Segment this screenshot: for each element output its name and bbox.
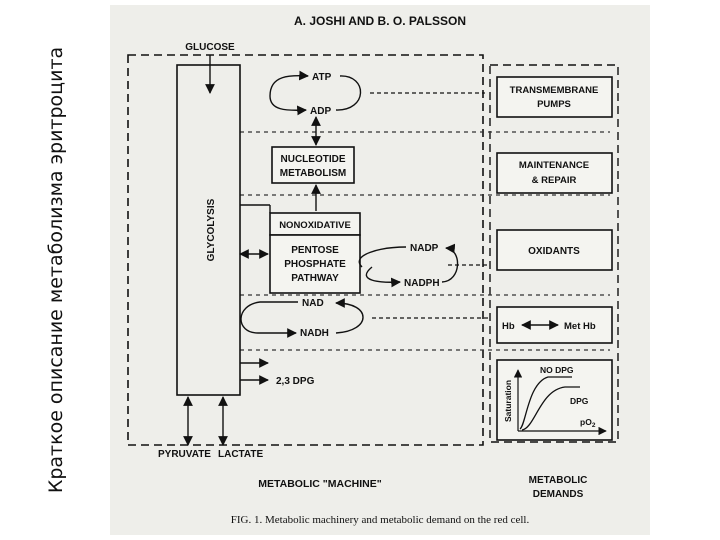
oxidants-label: OXIDANTS [528,246,580,257]
atp-cycle-arrow [269,70,309,97]
no-dpg-label: NO DPG [540,365,574,375]
page-header: A. JOSHI AND B. O. PALSSON [294,14,466,28]
scanned-figure: A. JOSHI AND B. O. PALSSON GLUCOSE GLYCO… [110,5,650,535]
maintenance-label-line1: MAINTENANCE [519,160,589,171]
glycolysis-box [176,64,241,396]
demands-boundary [489,64,619,443]
nonoxidative-label: NONOXIDATIVE [279,220,351,231]
machine-label: METABOLIC "MACHINE" [258,478,382,490]
atp-adp-loop [335,75,362,111]
nucleotide-metabolism-box [271,146,355,184]
po2-label: pO2 [580,417,596,429]
adp-cycle-arrow [269,95,307,116]
demands-label-line1: METABOLIC [529,475,588,486]
no-dpg-curve [519,376,572,430]
slide-title: Краткое описание метаболизма эритроцита [45,46,67,494]
atp-label: ATP [312,72,332,83]
nadp-cycle-in [358,246,407,268]
oxidants-box [496,229,613,271]
figure-caption: FIG. 1. Metabolic machinery and metaboli… [231,514,530,526]
glucose-label: GLUCOSE [185,42,235,53]
nad-nadh-cycle [240,301,298,338]
pentose-label-line2: PHOSPHATE [284,259,346,270]
pentose-label-line1: PENTOSE [291,245,339,256]
lactate-label: LACTATE [218,449,264,460]
saturation-ylabel: Saturation [503,380,513,422]
nadph-label: NADPH [404,278,440,289]
met-hb-label: Met Hb [564,321,596,332]
demands-label-line2: DEMANDS [533,489,584,500]
dpg-label: 2,3 DPG [276,376,315,387]
nadph-cycle-arrow [365,266,401,288]
dpg-curve [521,386,580,431]
nucleotide-label-line1: NUCLEOTIDE [281,154,346,165]
adp-label: ADP [310,106,331,117]
maintenance-repair-box [496,152,613,194]
nadh-nad-loop [335,298,364,334]
nadh-label: NADH [300,328,329,339]
hb-label: Hb [502,321,515,332]
dpg-curve-label: DPG [570,396,589,406]
transmembrane-label-line1: TRANSMEMBRANE [510,85,599,96]
row-separators [240,131,610,351]
nucleotide-label-line2: METABOLISM [280,168,346,179]
nad-label: NAD [302,298,324,309]
maintenance-label-line2: & REPAIR [532,175,577,186]
pyruvate-label: PYRUVATE [158,449,211,460]
glycolysis-label: GLYCOLYSIS [206,198,217,261]
pentose-label-line3: PATHWAY [291,273,339,284]
transmembrane-pumps-box [496,76,613,118]
machine-boundary [127,54,484,446]
nadp-label: NADP [410,243,439,254]
transmembrane-label-line2: PUMPS [537,99,571,110]
